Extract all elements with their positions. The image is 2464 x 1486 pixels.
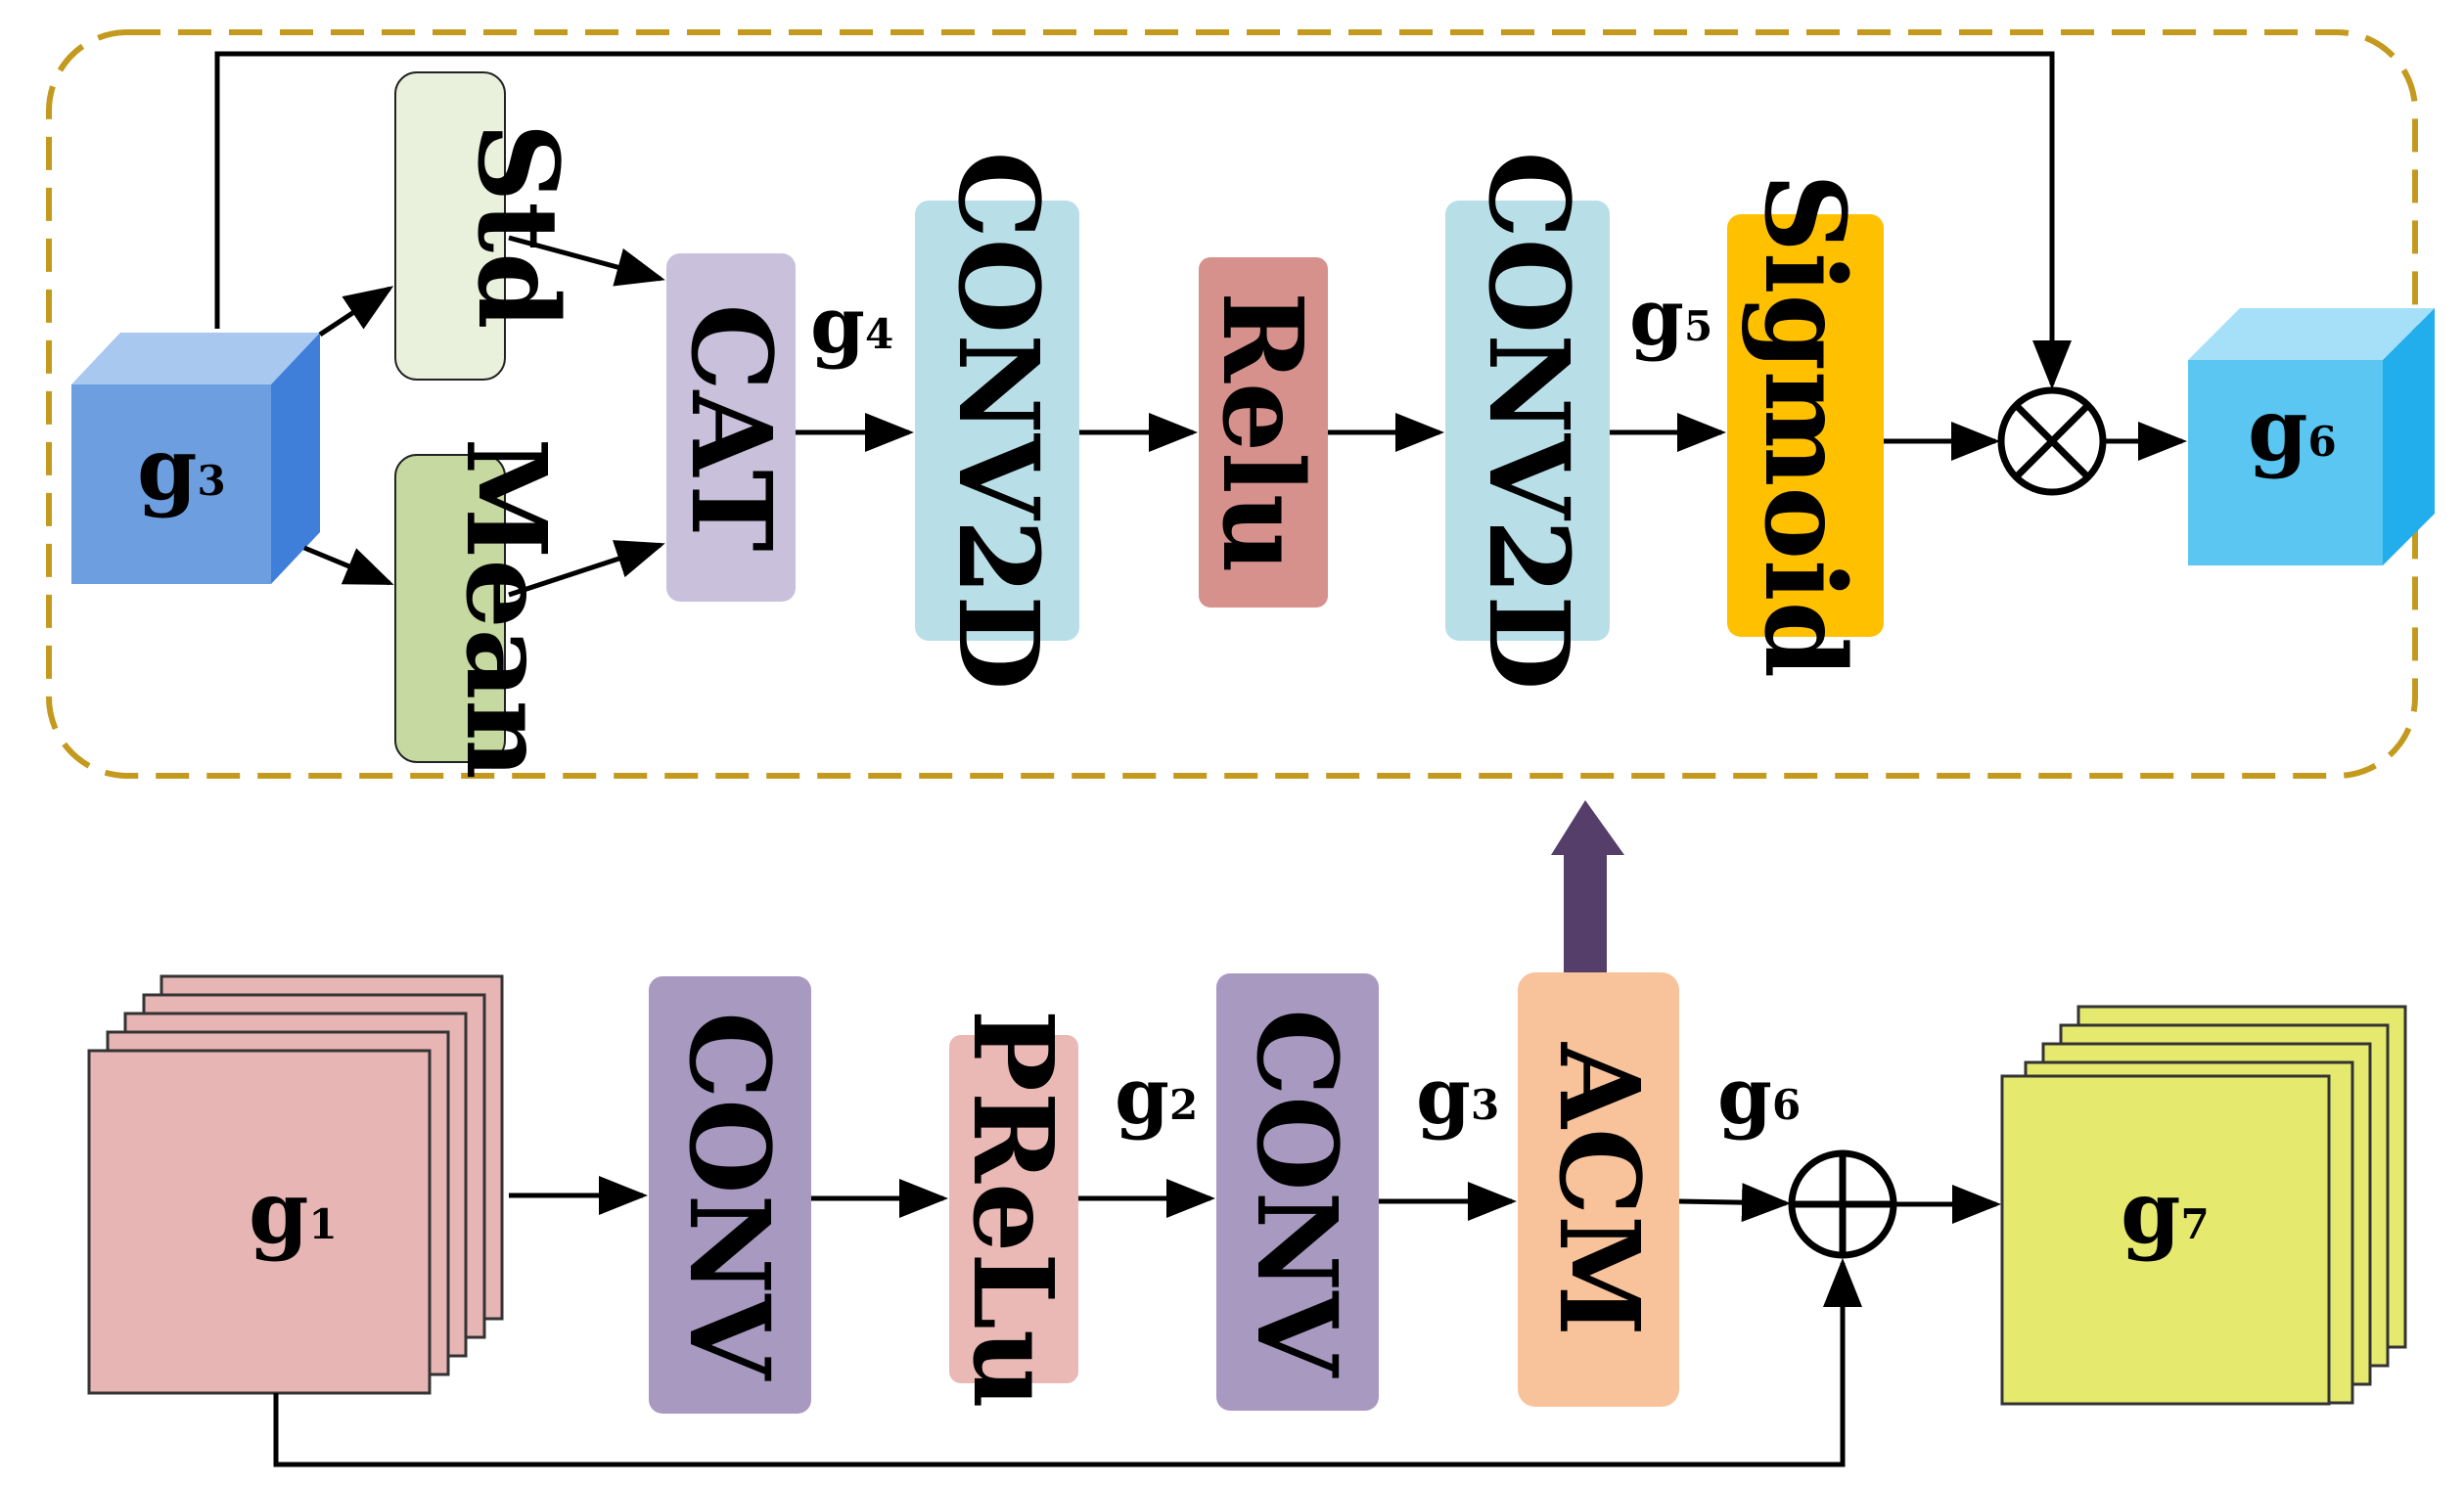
prelu-label: PReLu: [948, 1010, 1076, 1410]
g3-cube-side: [271, 333, 320, 584]
cat-label: CAT: [666, 303, 795, 551]
g6-cube-label: g6: [2248, 379, 2337, 480]
mean-label: Mean: [441, 437, 570, 779]
g5-label: g5: [1629, 271, 1712, 363]
g6-cube: g6: [2188, 308, 2435, 565]
g6-pipeline-label: g6: [1717, 1050, 1801, 1142]
acm-expand-arrow: [1551, 800, 1624, 972]
conv2d-a-label: CONV2D: [934, 151, 1062, 690]
conv-box-b: CONV: [1216, 973, 1379, 1411]
prelu-box: PReLu: [948, 1010, 1078, 1410]
attention-module-connectors: [214, 51, 2187, 598]
conv-box-a: CONV: [649, 976, 811, 1414]
g6-cube-side: [2383, 308, 2435, 565]
cat-box: CAT: [666, 253, 796, 602]
acm-box: ACM: [1518, 972, 1679, 1407]
g7-feature-stack: g7: [2000, 1005, 2407, 1406]
sigmoid-label: Sigmoid: [1740, 173, 1868, 678]
g6-cube-front: [2188, 360, 2383, 565]
multiply-operator-icon: [1997, 386, 2107, 496]
conv2d-b-label: CONV2D: [1464, 151, 1592, 690]
std-box: Std: [394, 71, 581, 381]
add-operator-icon: [1788, 1149, 1897, 1259]
main-pipeline-connectors: [273, 1176, 2001, 1467]
g3-cube: g3: [71, 333, 320, 584]
g4-label: g4: [810, 279, 893, 371]
acm-label: ACM: [1534, 1042, 1663, 1336]
mean-box: Mean: [394, 437, 570, 780]
g6-cube-top: [2188, 308, 2435, 360]
g3-pipeline-label: g3: [1416, 1050, 1499, 1142]
g3-cube-label: g3: [137, 418, 226, 519]
g3-cube-top: [71, 333, 320, 384]
conv2d-box-a: CONV2D: [915, 151, 1079, 691]
std-label: Std: [453, 123, 581, 330]
conv2d-box-b: CONV2D: [1445, 151, 1610, 691]
sigmoid-box: Sigmoid: [1727, 173, 1884, 678]
g3-cube-front: [71, 384, 271, 584]
conv-a-label: CONV: [664, 1012, 793, 1381]
conv-b-label: CONV: [1232, 1009, 1360, 1378]
g1-feature-stack: g1: [87, 974, 504, 1395]
g1-label: g1: [249, 1161, 338, 1263]
g7-label: g7: [2121, 1161, 2210, 1263]
g2-label: g2: [1115, 1050, 1198, 1142]
relu-box: Relu: [1198, 257, 1328, 608]
relu-label: Relu: [1198, 292, 1326, 573]
